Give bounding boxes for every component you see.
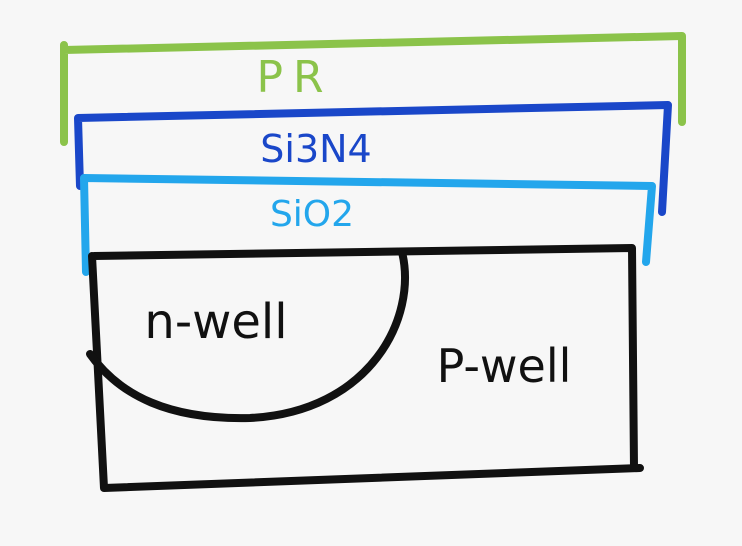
n-well-label: n-well bbox=[144, 294, 287, 350]
sio2-outline bbox=[80, 174, 656, 276]
substrate-outline bbox=[88, 244, 644, 492]
pr-label: PR bbox=[256, 52, 333, 103]
si3n4-outline bbox=[74, 101, 672, 216]
n-well-boundary bbox=[86, 248, 409, 423]
pr-outline bbox=[60, 32, 686, 146]
sio2-layer: SiO2 bbox=[80, 174, 656, 276]
p-well-label: P-well bbox=[437, 339, 572, 393]
si3n4-layer: Si3N4 bbox=[74, 101, 672, 216]
si3n4-label: Si3N4 bbox=[260, 127, 371, 171]
substrate: n-well P-well bbox=[86, 244, 644, 492]
sio2-label: SiO2 bbox=[270, 194, 354, 235]
pr-layer: PR bbox=[60, 32, 686, 146]
